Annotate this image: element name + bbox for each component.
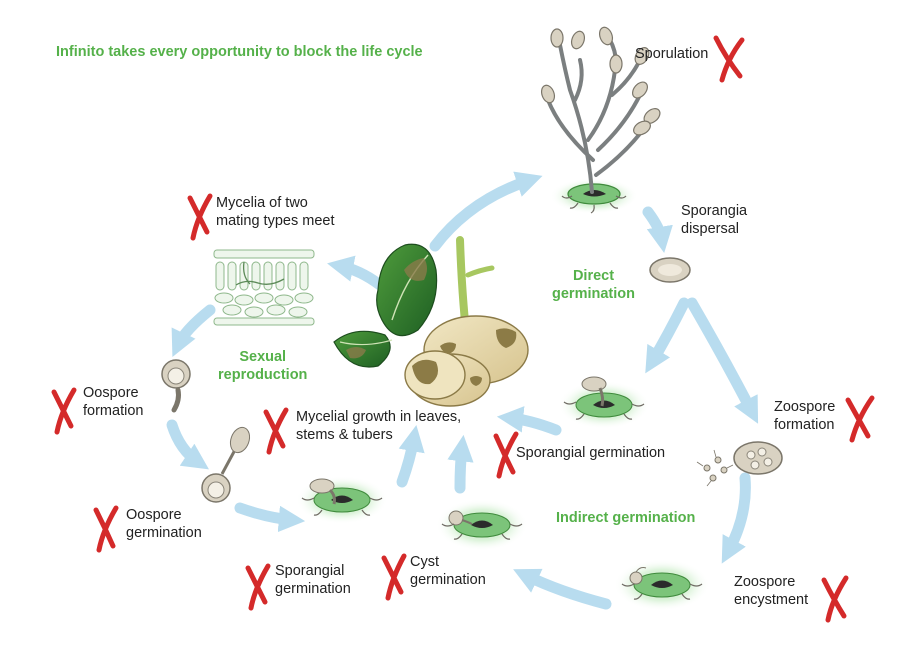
label-line: stems & tubers (296, 426, 393, 443)
label-line: dispersal (681, 220, 740, 237)
arrow-icon (234, 502, 306, 533)
lesion-cyst-germination (436, 499, 528, 551)
arrow-icon (686, 297, 759, 424)
red-x-icon (187, 193, 213, 241)
label-line: formation (774, 416, 835, 433)
oospore-germination-illustration (201, 426, 251, 503)
lesion-zoospore-encystment (614, 559, 710, 611)
zoospore-formation-illustration (696, 441, 783, 487)
label-direct-germination: Direct germination (552, 268, 635, 303)
label-line: Sexual (239, 349, 287, 365)
leaf-tissue-illustration (213, 249, 315, 326)
label-line: Sporangial (275, 563, 345, 579)
arrow-icon (166, 419, 209, 470)
label-sexual-reproduction: Sexual reproduction (218, 349, 307, 384)
arrow-icon (327, 255, 386, 291)
label-sporangia-dispersal: Sporangia dispersal (681, 203, 747, 238)
sporangiophore-illustration (540, 26, 661, 214)
arrow-icon (429, 171, 543, 252)
red-x-icon (381, 553, 407, 601)
label-line: mating types meet (216, 212, 335, 229)
red-x-icon (245, 563, 271, 611)
label-line: Mycelial growth in leaves, (296, 409, 462, 425)
label-mycelial-growth: Mycelial growth in leaves, stems & tuber… (296, 409, 461, 444)
arrow-icon (642, 206, 673, 254)
lesion-sporangial-germination-left (296, 476, 388, 524)
label-line: Mycelia of two (216, 195, 308, 211)
label-line: germination (410, 571, 486, 588)
label-sporangial-germination-right: Sporangial germination (516, 445, 666, 461)
red-x-icon (493, 431, 519, 479)
red-x-icon (713, 35, 745, 83)
red-x-icon (51, 387, 77, 435)
label-zoospore-encystment: Zoospore encystment (734, 574, 808, 609)
oospore-formation-illustration (161, 359, 191, 413)
potato-plant-illustration (333, 236, 529, 407)
label-line: reproduction (218, 366, 308, 383)
arrow-icon (447, 434, 474, 494)
label-line: germination (275, 580, 351, 597)
label-sporulation: Sporulation (635, 46, 709, 62)
label-line: Oospore (126, 507, 182, 523)
label-oospore-formation: Oospore formation (83, 385, 143, 420)
arrow-icon (496, 406, 562, 436)
label-oospore-germination: Oospore germination (126, 507, 202, 542)
label-cyst-germination: Cyst germination (410, 554, 486, 589)
block-marks (51, 35, 875, 623)
red-x-icon (263, 407, 289, 455)
label-line: germination (552, 285, 635, 302)
arrow-icon (513, 568, 612, 610)
arrow-icon (721, 472, 751, 564)
label-mycelia-meet: Mycelia of two mating types meet (216, 195, 334, 230)
sporangium-illustration (649, 257, 691, 283)
label-line: Zoospore (734, 574, 796, 590)
cycle-arrows (166, 171, 759, 610)
red-x-icon (821, 575, 849, 623)
label-line: Direct (572, 268, 615, 284)
label-line: formation (83, 402, 144, 419)
red-x-icon (845, 395, 875, 443)
red-x-icon (93, 505, 119, 553)
label-indirect-germination: Indirect germination (556, 510, 696, 526)
page-title: Infinito takes every opportunity to bloc… (56, 44, 423, 60)
label-line: Oospore (83, 385, 139, 401)
label-line: encystment (734, 591, 809, 608)
label-line: germination (126, 524, 202, 541)
label-line: Zoospore (774, 399, 836, 415)
arrow-icon (645, 297, 690, 374)
arrow-icon (396, 425, 425, 488)
lesion-sporangial-germination-right (558, 376, 650, 429)
label-line: Sporangia (681, 203, 748, 219)
label-zoospore-formation: Zoospore formation (774, 399, 835, 434)
label-line: Cyst (410, 554, 439, 570)
label-sporangial-germination-left: Sporangial germination (275, 563, 351, 598)
arrow-icon (171, 304, 216, 357)
